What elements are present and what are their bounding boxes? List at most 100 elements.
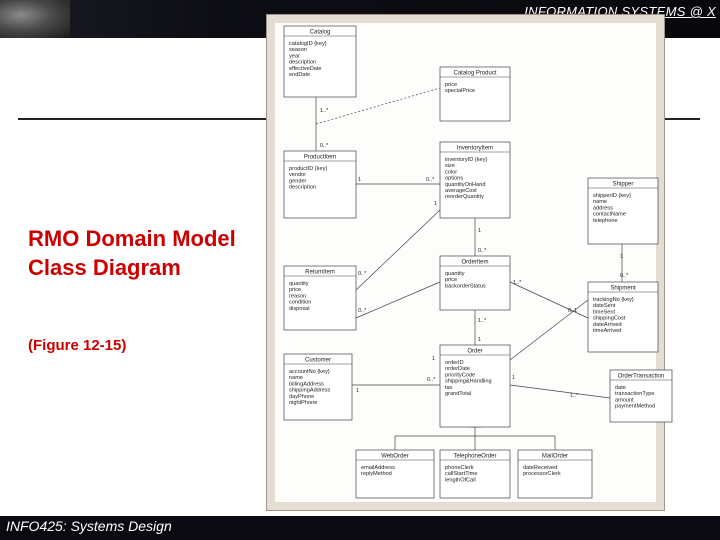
- class-attr: endDate: [289, 72, 310, 78]
- class-name-return-item: ReturnItem: [305, 269, 335, 275]
- class-rect-product-item: [283, 150, 357, 219]
- class-attr: dayPhone: [289, 394, 314, 400]
- class-attr: telephone: [593, 218, 618, 224]
- class-attr: amount: [615, 397, 634, 403]
- multiplicity-shipper-one: 1: [620, 254, 623, 260]
- slide-title: RMO Domain Model Class Diagram: [28, 226, 236, 280]
- class-rect-order: [439, 344, 511, 428]
- class-attr: accountNo {key}: [289, 369, 330, 375]
- class-attr: trackingNo {key}: [593, 297, 634, 303]
- class-attr: timeSent: [593, 309, 616, 315]
- assoc-order-ordertransaction: [509, 384, 611, 399]
- class-attr: vendor: [289, 172, 306, 178]
- class-attr: price: [445, 82, 457, 88]
- class-attr: options: [445, 176, 463, 182]
- class-attr: orderID: [445, 360, 464, 366]
- class-attr: date: [615, 385, 626, 391]
- assoc-order-shipment: [509, 299, 589, 361]
- class-attr: replyMethod: [361, 471, 392, 477]
- multiplicity-order-shipment: 1: [432, 356, 435, 362]
- class-attr: dateArrived: [593, 322, 622, 328]
- class-rect-shipment: [587, 281, 659, 353]
- class-rect-order-item: [439, 255, 511, 311]
- multiplicity-productitem-assoc: 0..*: [320, 143, 329, 149]
- divider-line-right: [664, 118, 700, 120]
- class-attr: timeArrived: [593, 328, 621, 334]
- class-attr: contactName: [593, 212, 626, 218]
- class-attr: effectiveDate: [289, 66, 322, 72]
- class-box-order: OrderorderIDorderDatepriorityCodeshippin…: [439, 344, 511, 428]
- assoc-inventoryitem-returnitem: [355, 209, 441, 291]
- multiplicity-oi-shipment-left: 1..*: [513, 280, 522, 286]
- multiplicity-catalog-assoc: 1..*: [320, 108, 329, 114]
- class-attr: year: [289, 53, 300, 59]
- class-attr: shipperID {key}: [593, 193, 631, 199]
- class-name-catalog: Catalog: [310, 29, 331, 35]
- class-box-order-transaction: OrderTransactiondatetransactionTypeamoun…: [609, 369, 673, 423]
- class-attr: transactionType: [615, 391, 655, 397]
- class-attr: lengthOfCall: [445, 477, 476, 483]
- class-attr: shippingAddress: [289, 388, 331, 394]
- multiplicity-oi-order-bottom: 1: [478, 337, 481, 343]
- class-attr: size: [445, 163, 455, 169]
- slide-subtitle: (Figure 12-15): [28, 337, 127, 354]
- class-attr: color: [445, 169, 457, 175]
- class-attr: catalogID {key}: [289, 41, 327, 47]
- class-box-telephone-order: TelephoneOrderphoneClerkcallStartTimelen…: [439, 449, 511, 499]
- class-name-order: Order: [467, 348, 482, 354]
- multiplicity-order-txn-many: 1..*: [570, 393, 579, 399]
- multiplicity-inv-pi: 1: [434, 201, 437, 207]
- multiplicity-pi-inv-left: 1: [358, 177, 361, 183]
- class-attr: paymentMethod: [615, 404, 655, 410]
- class-attr: reason: [289, 293, 306, 299]
- class-attr: name: [593, 199, 607, 205]
- assoc-returnitem-orderitem: [355, 281, 441, 319]
- class-name-mail-order: MailOrder: [542, 453, 568, 459]
- class-attr: grandTotal: [445, 391, 471, 397]
- class-rect-catalog-product: [439, 66, 511, 122]
- multiplicity-customer-order-one: 1: [356, 388, 359, 394]
- class-attr: emailAddress: [361, 465, 395, 471]
- class-rect-order-transaction: [609, 369, 673, 423]
- class-attr: billingAddress: [289, 381, 324, 387]
- class-rect-return-item: [283, 265, 357, 331]
- class-attr: callStartTime: [445, 471, 477, 477]
- bottom-banner: [0, 516, 720, 540]
- class-attr: tax: [445, 385, 453, 391]
- class-attr: price: [445, 277, 457, 283]
- class-attr: quantity: [289, 281, 309, 287]
- class-attr: name: [289, 375, 303, 381]
- footer-text: INFO425: Systems Design: [6, 518, 172, 534]
- class-rect-customer: [283, 353, 353, 421]
- multiplicity-oi-shipment-right: 0..1: [568, 308, 577, 314]
- class-box-return-item: ReturnItemquantitypricereasonconditiondi…: [283, 265, 357, 331]
- class-name-web-order: WebOrder: [381, 453, 409, 459]
- class-attr: specialPrice: [445, 88, 475, 94]
- class-name-catalog-product: Catalog Product: [453, 70, 496, 76]
- class-rect-telephone-order: [439, 449, 511, 499]
- class-name-product-item: ProductItem: [304, 154, 336, 160]
- multiplicity-shipper-many: 0..*: [620, 273, 629, 279]
- class-rect-inventory-item: [439, 141, 511, 219]
- class-attr: quantity: [445, 271, 465, 277]
- multiplicity-customer-order-many: 0..*: [427, 377, 436, 383]
- multiplicity-order-txn-one: 1: [512, 375, 515, 381]
- class-attr: price: [289, 287, 301, 293]
- class-attr: inventoryID {key}: [445, 157, 487, 163]
- class-rect-mail-order: [517, 449, 593, 499]
- class-attr: disposal: [289, 306, 310, 312]
- assoc-orderitem-shipment: [509, 281, 589, 319]
- multiplicity-inv-oi-top: 1: [478, 228, 481, 234]
- class-name-order-item: OrderItem: [461, 259, 488, 265]
- multiplicity-oi-order-top: 1..*: [478, 318, 487, 324]
- class-attr: processorClerk: [523, 471, 561, 477]
